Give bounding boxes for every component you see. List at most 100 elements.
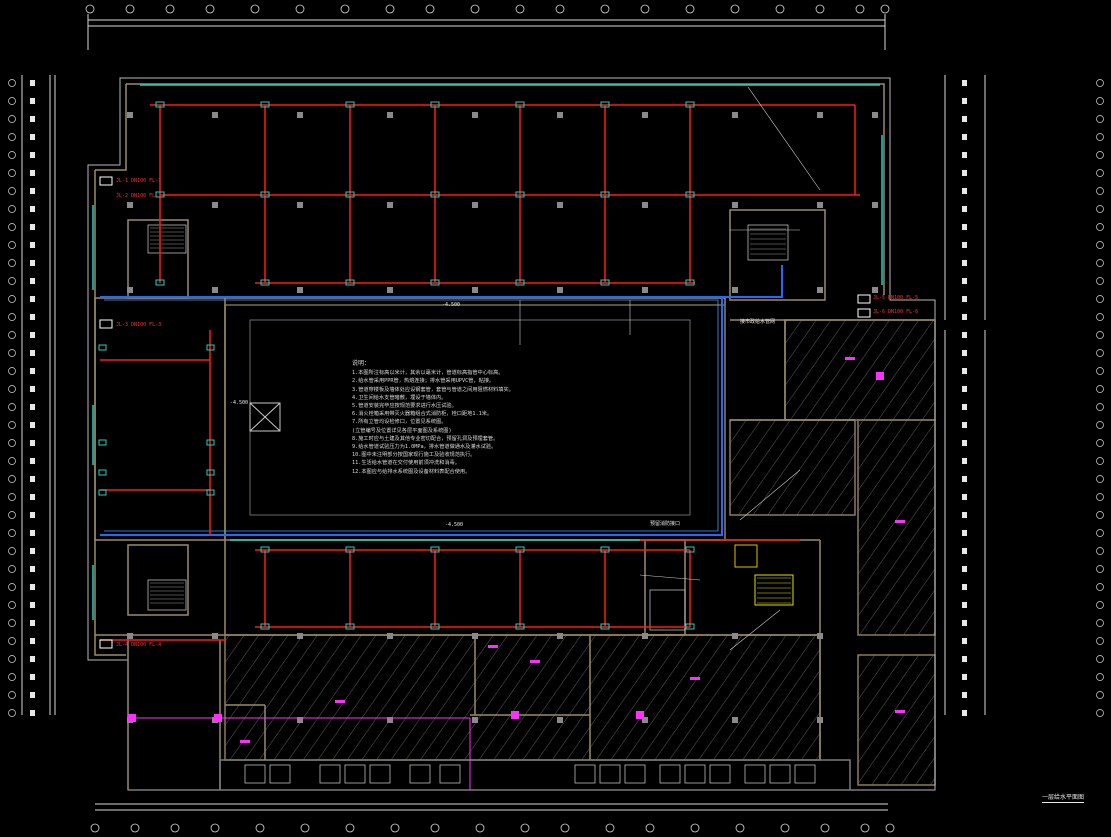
- drain-pipe: [128, 717, 471, 790]
- note-line: 4.卫生间给水支管暗敷，埋设于墙体内。: [352, 394, 447, 401]
- dimension-tick: [30, 602, 35, 608]
- grid-bubble: [8, 187, 16, 195]
- dimension-tick: [30, 494, 35, 500]
- dimension-tick: [962, 278, 967, 284]
- sprinkler-head: [685, 546, 695, 553]
- dimension-tick: [962, 386, 967, 392]
- grid-bubble: [470, 4, 480, 14]
- sprinkler-head: [600, 191, 610, 198]
- grid-bubble: [8, 529, 16, 537]
- grid-bubble: [515, 4, 525, 14]
- dimension-tick: [962, 368, 967, 374]
- riser-tag-left: JL-4 DN100 FL-4: [116, 642, 162, 648]
- note-line: 2.给水管采用PPR管，热熔连接；排水管采用UPVC管，粘接。: [352, 378, 495, 385]
- dimension-tick: [30, 620, 35, 626]
- parking-bay: [659, 764, 681, 784]
- grid-bubble: [8, 655, 16, 663]
- grid-bubble: [1096, 151, 1104, 159]
- dimension-tick: [962, 440, 967, 446]
- dimension-tick: [30, 206, 35, 212]
- grid-bubble: [1096, 637, 1104, 645]
- dimension-tick: [962, 242, 967, 248]
- column: [732, 112, 738, 118]
- column: [557, 112, 563, 118]
- riser-tag-right: JL-5 DN100 FL-5: [873, 295, 919, 301]
- dimension-tick: [30, 440, 35, 446]
- dimension-tick: [30, 80, 35, 86]
- fire-main-loop: [100, 265, 783, 536]
- parking-bay: [439, 764, 461, 784]
- column: [472, 202, 478, 208]
- sprinkler-head: [206, 439, 215, 446]
- dimension-tick: [30, 566, 35, 572]
- dimension-tick: [962, 332, 967, 338]
- sprinkler-head: [600, 101, 610, 108]
- column: [387, 202, 393, 208]
- grid-bubble: [205, 4, 215, 14]
- grid-bubble: [860, 823, 870, 833]
- dimension-tick: [30, 386, 35, 392]
- grid-bubble: [130, 823, 140, 833]
- column: [817, 202, 823, 208]
- grid-bubble: [8, 223, 16, 231]
- grid-bubble: [1096, 331, 1104, 339]
- column: [472, 633, 478, 639]
- dimension-tick: [30, 350, 35, 356]
- sprinkler-head: [155, 191, 165, 198]
- parking-bay: [409, 764, 431, 784]
- bottom-dimension-axis: [95, 803, 888, 811]
- note-line: 3.管道穿楼板及墙体处应设钢套管，套管与管道之间用阻燃材料填实。: [352, 386, 514, 393]
- dimension-tick: [962, 224, 967, 230]
- grid-bubble: [560, 823, 570, 833]
- dimension-tick: [962, 674, 967, 680]
- grid-bubble: [520, 823, 530, 833]
- grid-bubble: [8, 511, 16, 519]
- sprinkler-head: [430, 623, 440, 630]
- grid-bubble: [425, 4, 435, 14]
- grid-bubble: [1096, 169, 1104, 177]
- parking-bay: [269, 764, 291, 784]
- riser-tag-right: JL-6 DN100 FL-6: [873, 309, 919, 315]
- dimension-tick: [30, 296, 35, 302]
- dimension-tick: [962, 548, 967, 554]
- sprinkler-head: [345, 101, 355, 108]
- grid-bubble: [1096, 529, 1104, 537]
- grid-bubble: [8, 241, 16, 249]
- column: [642, 202, 648, 208]
- level-label: -4.500: [445, 522, 464, 528]
- sprinkler-head: [98, 489, 107, 496]
- dimension-tick: [962, 98, 967, 104]
- grid-bubble: [125, 4, 135, 14]
- dimension-tick: [962, 602, 967, 608]
- sprinkler-head: [600, 623, 610, 630]
- dimension-tick: [30, 674, 35, 680]
- grid-bubble: [820, 823, 830, 833]
- grid-bubble: [385, 4, 395, 14]
- grid-bubble: [8, 457, 16, 465]
- right-dimension-axis: [944, 75, 986, 715]
- grid-bubble: [390, 823, 400, 833]
- grid-bubble: [815, 4, 825, 14]
- grid-bubble: [8, 565, 16, 573]
- dimension-tick: [962, 512, 967, 518]
- level-label: -4.500: [442, 302, 461, 308]
- sprinkler-head: [515, 279, 525, 286]
- dimension-tick: [30, 422, 35, 428]
- riser-tag-left: JL-1 DN100 FL-1: [116, 178, 162, 184]
- grid-bubble: [8, 169, 16, 177]
- sprinkler-head: [685, 623, 695, 630]
- grid-bubble: [165, 4, 175, 14]
- sprinkler-head: [345, 279, 355, 286]
- column: [817, 287, 823, 293]
- dimension-tick: [962, 692, 967, 698]
- design-notes: 说明： 1.本图所注标高以米计，其余以毫米计，管道标高指管中心标高。 2.给水管…: [352, 360, 692, 476]
- equipment-mark: [214, 714, 222, 722]
- parking-bays: [244, 764, 816, 784]
- parking-bay: [684, 764, 706, 784]
- grid-bubble: [855, 4, 865, 14]
- equipment-mark: [335, 700, 345, 703]
- dimension-tick: [962, 296, 967, 302]
- column: [817, 633, 823, 639]
- grid-bubble: [1096, 691, 1104, 699]
